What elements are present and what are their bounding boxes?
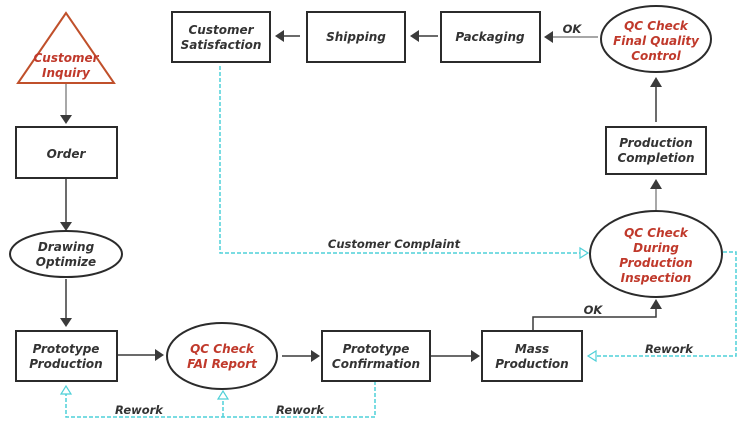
loop-customer-complaint — [219, 66, 580, 254]
node-label: Customer — [33, 51, 99, 65]
node-prototype-confirmation[interactable]: Prototype Confirmation — [321, 330, 431, 382]
loop-rework-during — [596, 251, 737, 357]
node-box — [15, 330, 118, 382]
node-ellipse — [600, 5, 712, 73]
node-prototype-production[interactable]: Prototype Production — [15, 330, 118, 382]
node-label: Inspection — [621, 271, 692, 285]
node-qc-final-quality[interactable]: QC Check Final Quality Control — [600, 5, 712, 73]
node-ellipse — [9, 230, 123, 278]
node-label: Satisfaction — [181, 38, 262, 52]
arrowhead — [471, 350, 480, 362]
node-label: Final Quality — [613, 34, 700, 48]
edge-label-customer-complaint: Customer Complaint — [328, 237, 461, 251]
edge-label-rework-confirmation: Rework — [276, 403, 325, 417]
edge-label-ok-mass: OK — [584, 303, 604, 317]
node-shipping[interactable]: Shipping — [306, 11, 406, 63]
node-label: Production — [619, 136, 692, 150]
hollow-arrowhead — [586, 349, 597, 363]
node-label: Production — [29, 357, 102, 371]
node-customer-inquiry[interactable]: Customer Inquiry — [16, 11, 116, 84]
node-label: QC Check — [624, 19, 689, 33]
start-triangle — [16, 11, 116, 84]
node-label: Shipping — [326, 30, 386, 44]
node-packaging[interactable]: Packaging — [440, 11, 541, 63]
node-box — [481, 330, 583, 382]
arrowhead — [650, 299, 662, 309]
arrowhead — [155, 349, 164, 361]
node-label: Inquiry — [42, 66, 91, 80]
hollow-arrowhead — [579, 246, 590, 260]
node-label: QC Check — [624, 226, 689, 240]
node-label: Mass — [515, 342, 549, 356]
node-ellipse — [166, 322, 278, 390]
node-label: Optimize — [36, 255, 96, 269]
node-box — [321, 330, 431, 382]
node-label: Production — [495, 357, 568, 371]
arrowhead — [60, 318, 72, 327]
node-label: Completion — [617, 151, 694, 165]
node-order[interactable]: Order — [15, 126, 118, 179]
node-box — [605, 126, 707, 175]
edge-label-rework-prototype: Rework — [115, 403, 164, 417]
node-label: Drawing — [38, 240, 95, 254]
node-drawing-optimize[interactable]: Drawing Optimize — [9, 230, 123, 278]
node-qc-during-production[interactable]: QC Check During Production Inspection — [589, 210, 723, 298]
arrowhead — [275, 30, 284, 42]
node-label: Control — [631, 49, 681, 63]
node-production-completion[interactable]: Production Completion — [605, 126, 707, 175]
node-label: Customer — [188, 23, 254, 37]
node-label: Confirmation — [332, 357, 420, 371]
node-ellipse — [589, 210, 723, 298]
arrowhead — [60, 115, 72, 124]
arrowhead — [650, 179, 662, 189]
loop-rework-confirmation — [65, 381, 376, 418]
node-box — [171, 11, 271, 63]
arrowhead — [311, 350, 320, 362]
edge-label-ok-final: OK — [563, 22, 583, 36]
arrowhead — [60, 222, 72, 231]
node-box — [440, 11, 541, 63]
node-label: QC Check — [190, 342, 255, 356]
arrowhead — [650, 77, 662, 87]
edge-mass-during — [532, 308, 657, 330]
edge-label-rework-during: Rework — [645, 342, 694, 356]
node-mass-production[interactable]: Mass Production — [481, 330, 583, 382]
connectors — [60, 30, 662, 362]
node-label: Prototype — [343, 342, 410, 356]
node-box — [306, 11, 406, 63]
feedback-loops — [59, 66, 737, 418]
node-label: Packaging — [455, 30, 525, 44]
hollow-arrowhead — [216, 389, 230, 400]
node-qc-fai-report[interactable]: QC Check FAI Report — [166, 322, 278, 390]
hollow-arrowhead — [59, 384, 73, 395]
arrowhead — [544, 31, 553, 43]
node-box — [15, 126, 118, 179]
node-label: During — [633, 241, 679, 255]
node-label: Order — [47, 147, 87, 161]
node-label: Prototype — [33, 342, 100, 356]
node-label: Production — [619, 256, 692, 270]
node-customer-satisfaction[interactable]: Customer Satisfaction — [171, 11, 271, 63]
arrowhead — [410, 30, 419, 42]
node-label: FAI Report — [187, 357, 258, 371]
